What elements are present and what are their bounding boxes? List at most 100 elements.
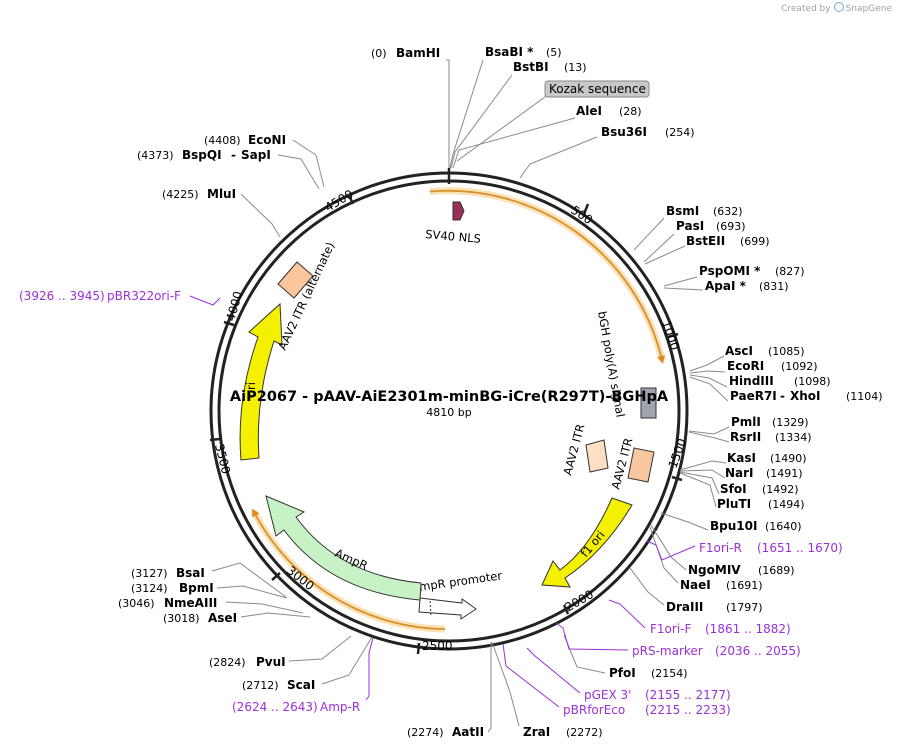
- site-pos: (693): [716, 220, 746, 233]
- primer-leader-lines: [189, 295, 696, 708]
- site-name: XhoI: [790, 389, 821, 403]
- site-name: NmeAIII: [164, 596, 217, 610]
- ticks: [209, 168, 683, 655]
- primer-name: pRS-marker: [632, 644, 703, 658]
- feature-ampr-promoter: AmpR promoter: [410, 568, 503, 620]
- primer-range: (3926 .. 3945): [19, 289, 105, 303]
- site-pos: (1490): [770, 452, 807, 465]
- site-pos: (699): [740, 235, 770, 248]
- site-separator: -: [780, 389, 785, 403]
- site-name: ZraI: [523, 725, 550, 739]
- site-pos: (3127): [131, 567, 168, 580]
- site-name: BsmI: [666, 204, 699, 218]
- site-pos: (2272): [566, 726, 603, 739]
- site-pos: (254): [665, 126, 695, 139]
- feature-ampr: AmpR: [265, 495, 432, 616]
- site-name: Bpu10I: [710, 519, 757, 533]
- site-pos: (1691): [726, 579, 763, 592]
- site-name: BsaBI *: [485, 45, 534, 59]
- feature-f1-ori: f1 ori: [541, 497, 633, 588]
- site-pos: (632): [713, 205, 743, 218]
- tick-label: 4000: [223, 290, 245, 323]
- tick-label: 1000: [659, 319, 682, 352]
- site-name: AseI: [208, 611, 237, 625]
- site-pos: (831): [759, 280, 789, 293]
- site-name: PvuI: [256, 655, 286, 669]
- feature-label: Kozak sequence: [549, 82, 646, 96]
- site-name: Bsu36I: [601, 125, 647, 139]
- site-name: PspOMI *: [699, 264, 761, 278]
- feature-aav2-itr-2: AAV2 ITR: [608, 436, 655, 491]
- site-pos: (2824): [209, 656, 246, 669]
- site-name: AatII: [452, 725, 484, 739]
- site-pos: (3018): [163, 612, 200, 625]
- site-name: AleI: [576, 104, 602, 118]
- site-leader-lines: [211, 59, 730, 733]
- site-pos: (1492): [762, 483, 799, 496]
- site-pos: (0): [371, 47, 387, 60]
- site-pos: (1689): [758, 564, 795, 577]
- site-pos: (1085): [768, 345, 805, 358]
- site-name: SfoI: [720, 482, 747, 496]
- tick-label: 2500: [422, 639, 453, 653]
- site-pos: (1797): [726, 601, 763, 614]
- site-name: BamHI: [396, 46, 440, 60]
- primer-range: (2036 .. 2055): [715, 644, 801, 658]
- tick-label: 1500: [666, 437, 690, 470]
- site-pos: (1334): [775, 431, 812, 444]
- plasmid-length: 4810 bp: [426, 406, 471, 419]
- site-name: NarI: [725, 466, 754, 480]
- site-name: EcoNI: [248, 133, 286, 147]
- site-name: BstBI: [513, 60, 549, 74]
- site-pos: (1098): [794, 375, 831, 388]
- site-name: MluI: [207, 187, 236, 201]
- feature-label: AAV2 ITR: [560, 422, 587, 476]
- primer-name: F1ori-F: [650, 622, 691, 636]
- primer-range: (2155 .. 2177): [645, 688, 731, 702]
- site-pos: (1640): [765, 520, 802, 533]
- feature-label: SV40 NLS: [425, 227, 482, 246]
- site-pos: (5): [546, 46, 562, 59]
- site-pos: (4373): [137, 149, 174, 162]
- site-pos: (1494): [768, 498, 805, 511]
- site-pos: (13): [564, 61, 587, 74]
- site-pos: (2154): [651, 667, 688, 680]
- site-pos: (827): [775, 265, 805, 278]
- site-pos: (28): [619, 105, 642, 118]
- site-name: ApaI *: [705, 279, 747, 293]
- site-pos: (4408): [204, 134, 241, 147]
- primer-name: pBRforEco: [563, 703, 625, 717]
- site-pos: (1329): [772, 416, 809, 429]
- primer-range: (1651 .. 1670): [757, 541, 843, 555]
- site-pos: (4225): [162, 188, 199, 201]
- site-name: PmlI: [731, 415, 761, 429]
- feature-aav2-itr-1: AAV2 ITR: [560, 422, 609, 477]
- site-pos: (2712): [242, 679, 279, 692]
- feature-label: AmpR promoter: [410, 568, 503, 595]
- site-name: ScaI: [287, 678, 315, 692]
- snapgene-watermark: Created by SnapGene: [781, 2, 892, 14]
- site-name: BsaI: [176, 566, 205, 580]
- watermark-prefix: Created by: [781, 4, 831, 14]
- site-name: KasI: [727, 451, 756, 465]
- primer-name: F1ori-R: [699, 541, 742, 555]
- site-pos: (1092): [781, 360, 818, 373]
- watermark-brand: SnapGene: [845, 4, 892, 14]
- primer-range: (1861 .. 1882): [705, 622, 791, 636]
- feature-label: ori: [244, 382, 258, 397]
- feature-sv40-nls: SV40 NLS: [425, 201, 482, 246]
- primers: F1ori-R (1651 .. 1670) F1ori-F (1861 .. …: [19, 289, 843, 717]
- primer-name: pBR322ori-F: [107, 289, 181, 303]
- primer-name: pGEX 3': [584, 688, 631, 702]
- site-name: BstEII: [686, 234, 725, 248]
- site-name: NaeI: [680, 578, 711, 592]
- site-name: PasI: [676, 219, 704, 233]
- site-name: SapI: [241, 148, 271, 162]
- orf-arc-ampr: [250, 508, 446, 633]
- site-pos: (3046): [118, 597, 155, 610]
- site-name: RsrII: [730, 430, 761, 444]
- site-pos: (1104): [846, 390, 883, 403]
- site-name: PaeR7I: [730, 389, 777, 403]
- primer-range: (2215 .. 2233): [645, 703, 731, 717]
